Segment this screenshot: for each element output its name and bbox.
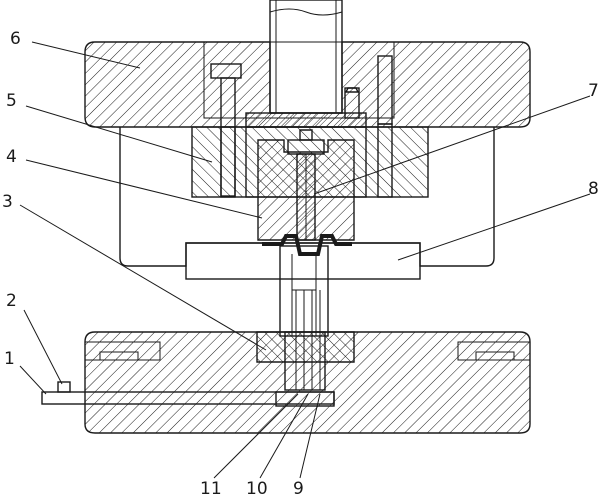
callout-8: 8	[588, 179, 599, 199]
leader-5	[25, 105, 213, 163]
leader-3	[19, 204, 267, 351]
callout-3: 3	[2, 192, 13, 212]
callout-4: 4	[6, 147, 17, 167]
lower-die-base	[41, 331, 531, 434]
callout-7: 7	[588, 81, 599, 101]
callout-10: 10	[246, 479, 268, 499]
punch-body	[257, 129, 355, 241]
leader-11	[213, 393, 299, 479]
callout-1: 1	[4, 349, 15, 369]
leader-7	[313, 95, 591, 195]
callout-11: 11	[200, 479, 222, 499]
callout-labels: 6 5 4 3 2 1 7 8 11 10 9	[2, 29, 599, 499]
workpiece	[262, 234, 352, 256]
leader-8	[397, 193, 591, 261]
leader-9	[299, 393, 321, 479]
leader-lines	[19, 41, 591, 479]
leader-6	[31, 41, 141, 69]
callout-9: 9	[293, 479, 304, 499]
leader-2	[23, 309, 63, 385]
leader-4	[25, 159, 263, 219]
stripper-plate	[185, 242, 421, 280]
upper-shank	[269, 0, 343, 114]
callout-5: 5	[6, 91, 17, 111]
callout-6: 6	[10, 29, 21, 49]
leader-1	[19, 365, 47, 395]
callout-2: 2	[6, 291, 17, 311]
backing-plate	[245, 112, 367, 128]
leader-10	[259, 393, 309, 479]
